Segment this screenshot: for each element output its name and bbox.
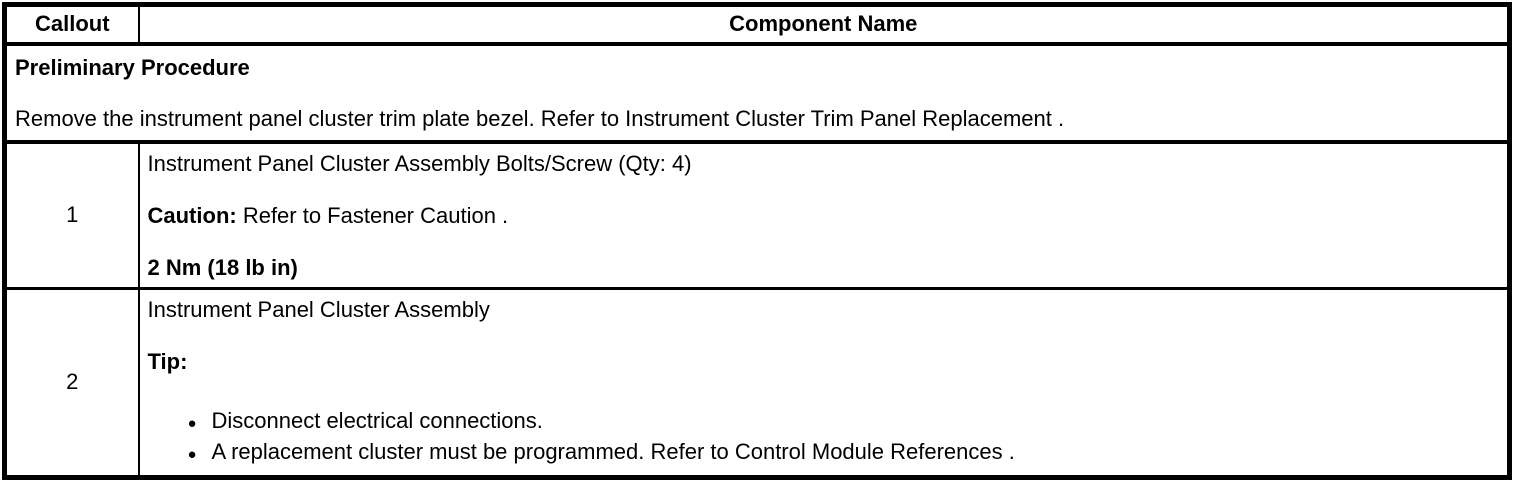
caution-label: Caution: bbox=[147, 202, 237, 228]
bullet-icon: ● bbox=[187, 414, 197, 432]
bullet-icon: ● bbox=[187, 445, 197, 463]
preliminary-procedure-row: Preliminary Procedure Remove the instrum… bbox=[4, 43, 1510, 144]
preliminary-procedure-cell: Preliminary Procedure Remove the instrum… bbox=[4, 43, 1510, 144]
torque-spec: 2 Nm (18 lb in) bbox=[147, 254, 298, 280]
caution-line: Caution: Refer to Fastener Caution . bbox=[148, 203, 1500, 229]
callout-column-header: Callout bbox=[4, 4, 140, 46]
component-name-column-header: Component Name bbox=[138, 4, 1510, 46]
list-item: ● Disconnect electrical connections. bbox=[188, 407, 1500, 438]
callout-number-2: 2 bbox=[4, 288, 140, 477]
tip-list: ● Disconnect electrical connections. ● A… bbox=[188, 407, 1500, 469]
preliminary-procedure-title: Preliminary Procedure bbox=[15, 54, 250, 80]
component-name-text: Instrument Panel Cluster Assembly Bolts/… bbox=[147, 150, 692, 176]
list-item-text: A replacement cluster must be programmed… bbox=[211, 438, 1015, 464]
list-item: ● A replacement cluster must be programm… bbox=[188, 438, 1500, 469]
table-row-callout-1: 1 Instrument Panel Cluster Assembly Bolt… bbox=[4, 141, 1510, 290]
component-cell-1: Instrument Panel Cluster Assembly Bolts/… bbox=[138, 141, 1510, 290]
callout-component-table: Callout Component Name Preliminary Proce… bbox=[2, 2, 1512, 480]
table-row-callout-2: 2 Instrument Panel Cluster Assembly Tip:… bbox=[4, 288, 1510, 477]
list-item-text: Disconnect electrical connections. bbox=[211, 407, 543, 433]
caution-text: Refer to Fastener Caution . bbox=[236, 202, 509, 228]
component-cell-2: Instrument Panel Cluster Assembly Tip: ●… bbox=[139, 288, 1510, 477]
table-header-row: Callout Component Name bbox=[4, 4, 1510, 46]
component-name-text: Instrument Panel Cluster Assembly bbox=[147, 296, 490, 322]
callout-number-1: 1 bbox=[4, 141, 140, 290]
preliminary-procedure-body: Remove the instrument panel cluster trim… bbox=[15, 105, 1065, 131]
tip-label: Tip: bbox=[147, 348, 188, 374]
